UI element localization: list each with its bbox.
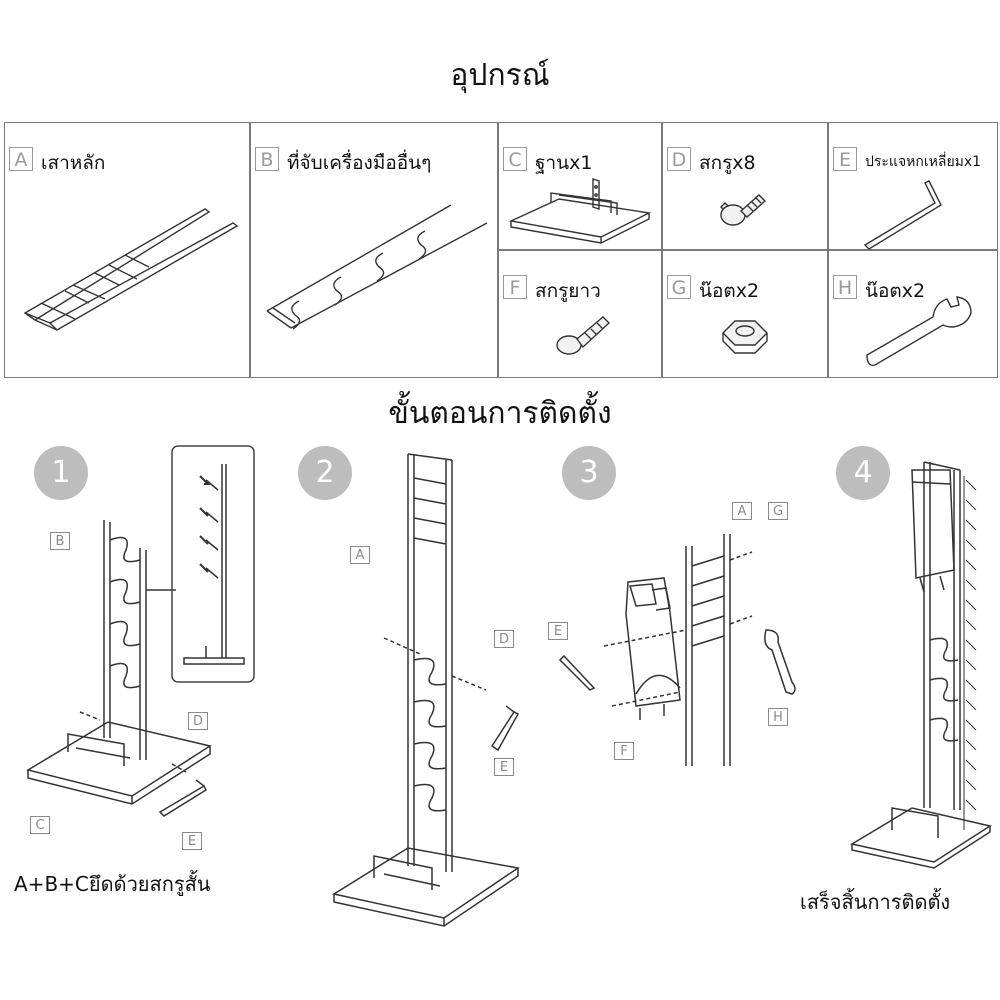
step-2-tag: A <box>350 546 370 564</box>
short-screw-drawing <box>720 194 767 226</box>
wrench-drawing <box>866 296 972 366</box>
step-2-tag: E <box>494 758 514 776</box>
parts-grid: A เสาหลัก B ที่จับเครื่องมืออื่นๆ <box>4 122 998 378</box>
part-d-cell: D สกรูx8 <box>662 122 828 250</box>
part-h-cell: H น๊อตx2 <box>828 250 998 378</box>
step-1-tag: D <box>188 712 208 730</box>
part-label: ที่จับเครื่องมืออื่นๆ <box>287 152 432 174</box>
part-label: น๊อตx2 <box>865 280 926 302</box>
part-label: ประแจหกเหลี่ยมx1 <box>865 154 982 170</box>
step-4-badge: 4 <box>836 446 890 500</box>
step-3-tag: A <box>732 502 752 520</box>
step-3-badge: 3 <box>562 446 616 500</box>
nut-drawing <box>722 320 768 354</box>
part-letter: A <box>9 147 33 171</box>
part-c-cell: C ฐานx1 <box>498 122 662 250</box>
long-screw-drawing <box>556 316 611 355</box>
base-drawing <box>508 178 652 244</box>
part-letter: B <box>255 147 279 171</box>
part-label: สกรูx8 <box>699 152 756 174</box>
part-g-cell: G น๊อตx2 <box>662 250 828 378</box>
steps-title: ขั้นตอนการติดตั้ง <box>388 396 612 431</box>
hex-key-drawing <box>863 180 942 250</box>
part-a-cell: A เสาหลัก <box>4 122 250 378</box>
part-letter: D <box>667 147 691 171</box>
part-letter: H <box>833 275 857 299</box>
step-3-tag: G <box>768 502 788 520</box>
part-letter: C <box>503 147 527 171</box>
step-3-tag: E <box>548 622 568 640</box>
step-3-tag: H <box>768 708 788 726</box>
part-label: น๊อตx2 <box>699 280 760 302</box>
parts-title: อุปกรณ์ <box>450 58 550 93</box>
step-1-tag: B <box>50 532 70 550</box>
step-1-tag: E <box>182 832 202 850</box>
step-2-badge: 2 <box>298 446 352 500</box>
part-letter: E <box>833 147 857 171</box>
part-b-cell: B ที่จับเครื่องมืออื่นๆ <box>250 122 498 378</box>
part-f-cell: F สกรูยาว <box>498 250 662 378</box>
step-3-tag: F <box>614 742 634 760</box>
step-1-tag: C <box>30 816 50 834</box>
part-label: ฐานx1 <box>535 152 593 174</box>
step-1-badge: 1 <box>34 446 88 500</box>
part-letter: F <box>503 275 527 299</box>
tool-holder-drawing <box>266 204 488 330</box>
step-4-caption: เสร็จสิ้นการติดตั้ง <box>800 890 951 914</box>
part-e-cell: E ประแจหกเหลี่ยมx1 <box>828 122 998 250</box>
step-2-tag: D <box>494 630 514 648</box>
step-1-caption: A+B+Cยึดด้วยสกรูสั้น <box>14 872 211 896</box>
part-label: เสาหลัก <box>41 152 106 174</box>
part-label: สกรูยาว <box>535 280 601 302</box>
main-pole-drawing <box>23 208 239 331</box>
part-letter: G <box>667 275 691 299</box>
